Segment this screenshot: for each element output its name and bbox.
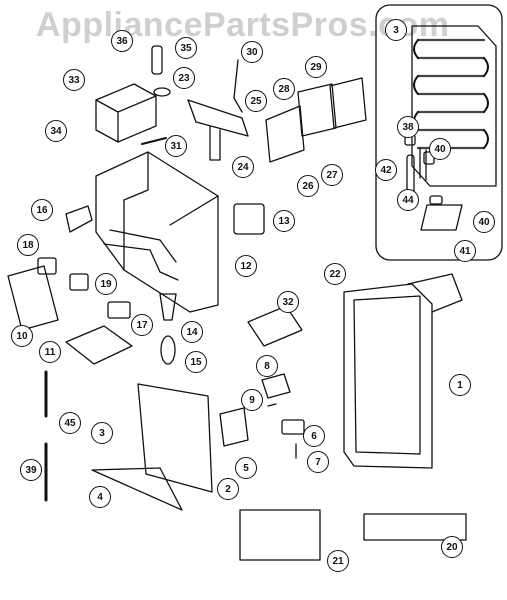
callout-34: 34 <box>45 120 67 142</box>
callout-6: 6 <box>303 425 325 447</box>
callout-36: 36 <box>111 30 133 52</box>
part-18 <box>37 257 57 275</box>
part-31 <box>141 137 167 145</box>
evaporator-coil <box>411 25 497 187</box>
part-16 <box>65 205 93 233</box>
callout-31: 31 <box>165 135 187 157</box>
callout-42: 42 <box>375 159 397 181</box>
callout-4: 4 <box>89 486 111 508</box>
callout-14: 14 <box>181 321 203 343</box>
part-2 <box>137 383 213 493</box>
part-19 <box>69 273 89 291</box>
callout-18: 18 <box>17 234 39 256</box>
part-13 <box>233 203 265 235</box>
site-watermark: AppliancePartsPros.com <box>36 6 450 44</box>
callout-23: 23 <box>173 67 195 89</box>
callout-40-lower: 40 <box>473 211 495 233</box>
part-6 <box>281 419 305 435</box>
part-4 <box>91 467 183 511</box>
part-24 <box>187 99 249 161</box>
inset-frame <box>375 4 503 261</box>
callout-40-upper: 40 <box>429 138 451 160</box>
callout-9: 9 <box>241 389 263 411</box>
callout-44: 44 <box>397 189 419 211</box>
callout-25: 25 <box>245 90 267 112</box>
callout-20: 20 <box>441 536 463 558</box>
callout-22: 22 <box>324 263 346 285</box>
part-15 <box>160 335 176 365</box>
callout-11: 11 <box>39 341 61 363</box>
callout-33: 33 <box>63 69 85 91</box>
callout-19: 19 <box>95 273 117 295</box>
callout-15: 15 <box>185 351 207 373</box>
callout-17: 17 <box>131 314 153 336</box>
callout-3-inset: 3 <box>385 19 407 41</box>
part-17 <box>107 301 131 319</box>
part-20 <box>363 513 467 541</box>
part-21 <box>239 509 321 561</box>
callout-41: 41 <box>454 240 476 262</box>
part-14 <box>159 293 177 321</box>
callout-30: 30 <box>241 41 263 63</box>
part-10 <box>7 265 59 331</box>
callout-27: 27 <box>321 164 343 186</box>
callout-35: 35 <box>175 37 197 59</box>
part-30 <box>233 59 243 113</box>
callout-5: 5 <box>235 457 257 479</box>
callout-13: 13 <box>273 210 295 232</box>
callout-45: 45 <box>59 412 81 434</box>
callout-3: 3 <box>91 422 113 444</box>
part-41 <box>420 204 463 231</box>
callout-21: 21 <box>327 550 349 572</box>
ice-dispenser-housing <box>95 151 219 313</box>
callout-29: 29 <box>305 56 327 78</box>
callout-8: 8 <box>256 355 278 377</box>
auger-motor <box>95 83 171 143</box>
part-5 <box>219 407 249 447</box>
callout-32: 32 <box>277 291 299 313</box>
part-29 <box>329 77 367 129</box>
part-35 <box>151 45 163 75</box>
callout-24: 24 <box>232 156 254 178</box>
part-40-lower <box>429 195 443 205</box>
part-9 <box>267 403 277 407</box>
part-22-housing <box>343 273 463 469</box>
callout-16: 16 <box>31 199 53 221</box>
part-11 <box>65 325 133 365</box>
callout-12: 12 <box>235 255 257 277</box>
part-32 <box>247 305 303 347</box>
callout-10: 10 <box>11 325 33 347</box>
callout-7: 7 <box>307 451 329 473</box>
part-25 <box>265 105 305 163</box>
callout-38: 38 <box>397 116 419 138</box>
callout-26: 26 <box>297 175 319 197</box>
callout-2: 2 <box>217 478 239 500</box>
callout-39: 39 <box>20 459 42 481</box>
part-8 <box>261 373 291 399</box>
callout-28: 28 <box>273 78 295 100</box>
callout-1: 1 <box>449 374 471 396</box>
